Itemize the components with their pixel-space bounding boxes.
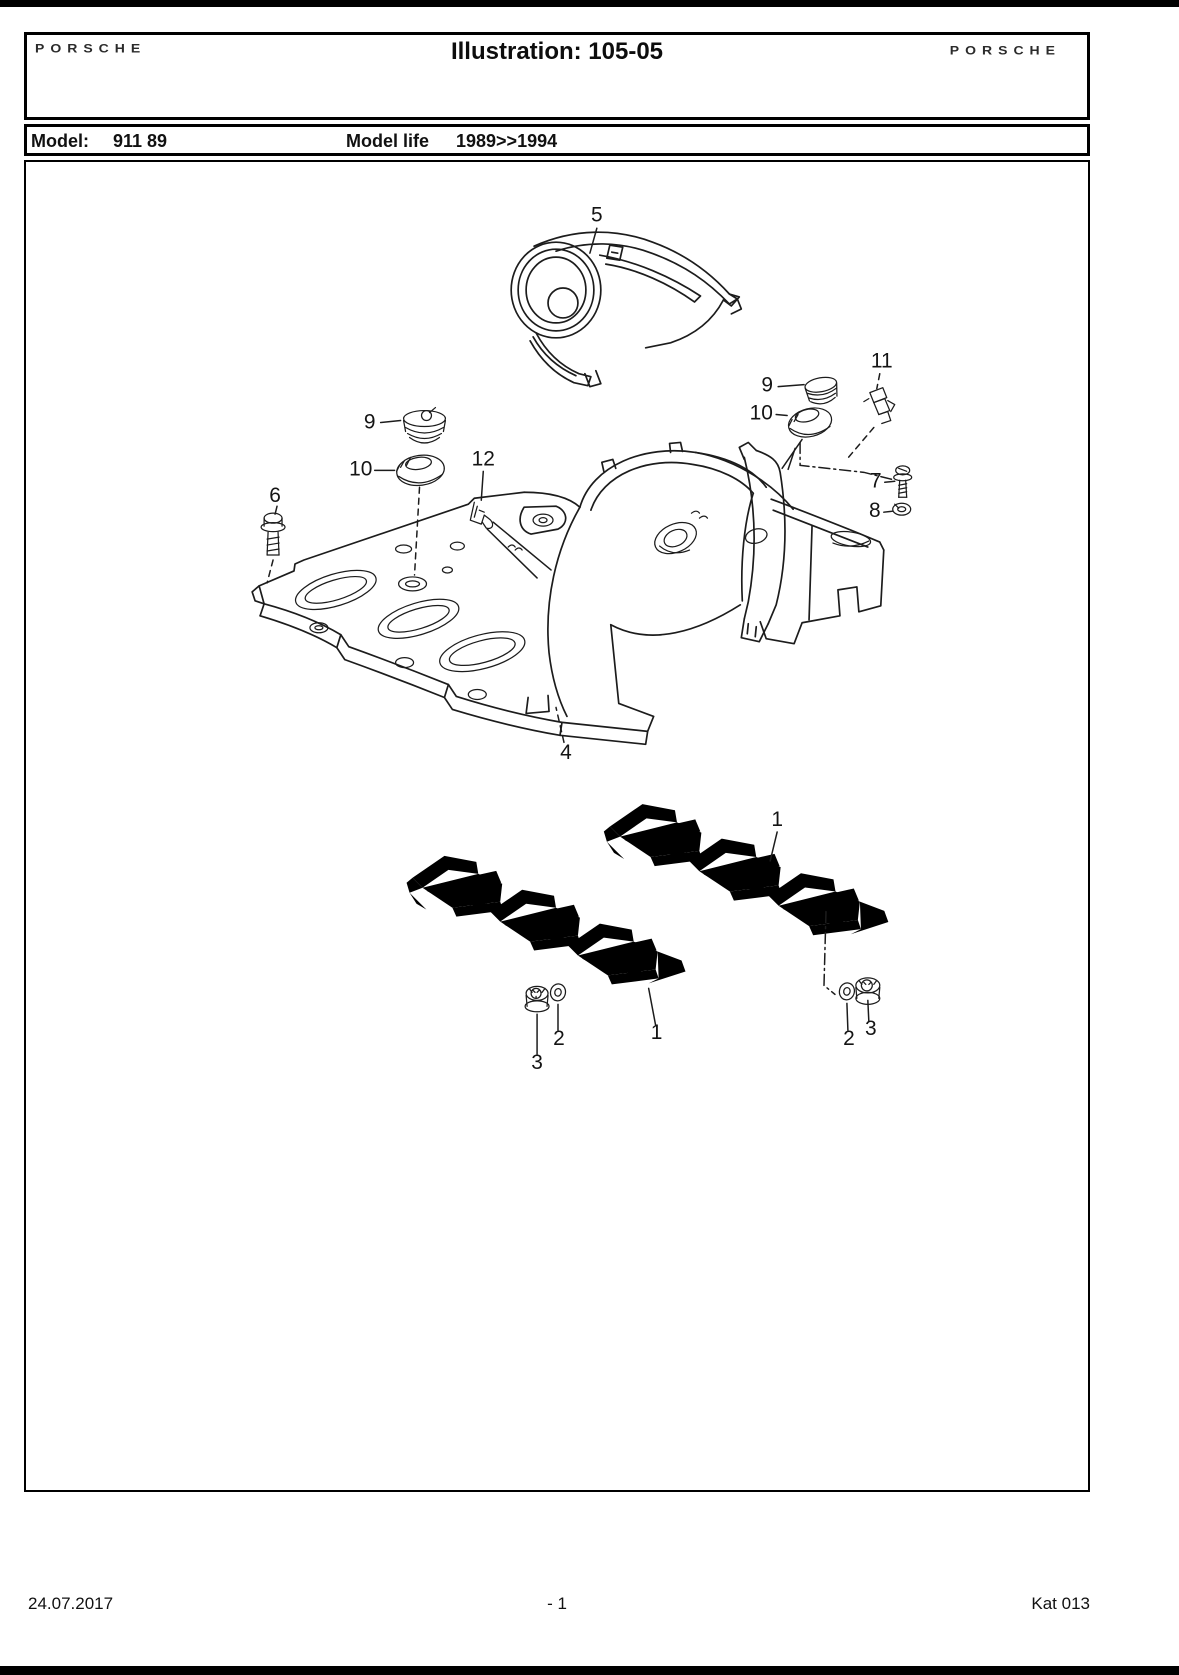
- part-10-grommet-right: [787, 407, 833, 438]
- leader-lines: [274, 227, 896, 1055]
- part-3-nut-right: [855, 977, 881, 1005]
- callout-9-1[interactable]: 9: [364, 410, 376, 433]
- part-1-deflector-right: [603, 804, 889, 936]
- footer-catalog-code: Kat 013: [1031, 1594, 1090, 1613]
- part-4-fan-duct: [519, 441, 794, 718]
- part-9-plug-left: [402, 406, 447, 444]
- right-lower-cover: [759, 498, 885, 645]
- footer-page-number: - 1: [547, 1594, 567, 1613]
- porsche-wordmark-left: PORSCHE: [35, 41, 147, 56]
- part-11-valve: [863, 387, 896, 425]
- callout-2-13[interactable]: 2: [553, 1027, 565, 1050]
- callout-12-3[interactable]: 12: [472, 447, 495, 470]
- model-bar: Model: 911 89 Model life 1989>>1994: [24, 124, 1090, 156]
- part-4-plate-openings: [294, 541, 526, 701]
- part-1-deflector-left: [406, 855, 686, 985]
- top-black-bar: [0, 0, 1179, 7]
- model-life-value: 1989>>1994: [456, 131, 558, 151]
- part-5-blower-duct: [510, 231, 743, 388]
- page-title: Illustration: 105-05: [450, 38, 664, 65]
- leader-lines-dashed: [266, 372, 881, 744]
- callout-6-4[interactable]: 6: [269, 484, 281, 507]
- part-7-screw: [893, 465, 913, 498]
- callout-2-15[interactable]: 2: [843, 1027, 855, 1050]
- part-3-nut-left: [524, 985, 550, 1013]
- callout-1-11[interactable]: 1: [771, 808, 783, 831]
- callout-1-12[interactable]: 1: [651, 1021, 663, 1044]
- part-6-screw: [260, 512, 286, 556]
- model-label: Model:: [31, 131, 89, 151]
- model-value: 911 89: [113, 131, 168, 151]
- callout-11-7[interactable]: 11: [871, 350, 893, 373]
- callout-5-0[interactable]: 5: [591, 203, 603, 226]
- callout-9-5[interactable]: 9: [761, 374, 773, 397]
- part-8-washer: [892, 502, 912, 516]
- callout-3-14[interactable]: 3: [531, 1051, 543, 1074]
- porsche-wordmark-right: PORSCHE: [949, 43, 1061, 58]
- part-4-duct-details: [532, 510, 709, 555]
- header: PORSCHE Illustration: 105-05 PORSCHE: [24, 32, 1090, 120]
- callout-10-6[interactable]: 10: [750, 402, 773, 425]
- footer: - 1 24.07.2017 Kat 013: [24, 1594, 1090, 1616]
- model-life-label: Model life: [346, 131, 430, 151]
- reference-lines-dashdot: [799, 441, 893, 996]
- part-2-washer-right: [838, 982, 856, 1001]
- part-12-clip: [469, 501, 494, 530]
- part-4-cover-plate: [251, 491, 742, 746]
- callout-8-9[interactable]: 8: [869, 499, 881, 522]
- right-cover-details: [744, 528, 872, 548]
- part-10-grommet-left: [395, 454, 445, 487]
- callout-7-8[interactable]: 7: [870, 469, 882, 492]
- part-9-plug-right: [804, 376, 838, 405]
- bottom-black-bar: [0, 1666, 1179, 1675]
- part-2-washer-left: [549, 983, 567, 1002]
- callout-10-2[interactable]: 10: [349, 457, 372, 480]
- fan-shroud-strip: [738, 441, 786, 643]
- footer-date: 24.07.2017: [28, 1594, 114, 1613]
- callout-3-16[interactable]: 3: [865, 1017, 877, 1040]
- callout-4-10[interactable]: 4: [560, 741, 572, 764]
